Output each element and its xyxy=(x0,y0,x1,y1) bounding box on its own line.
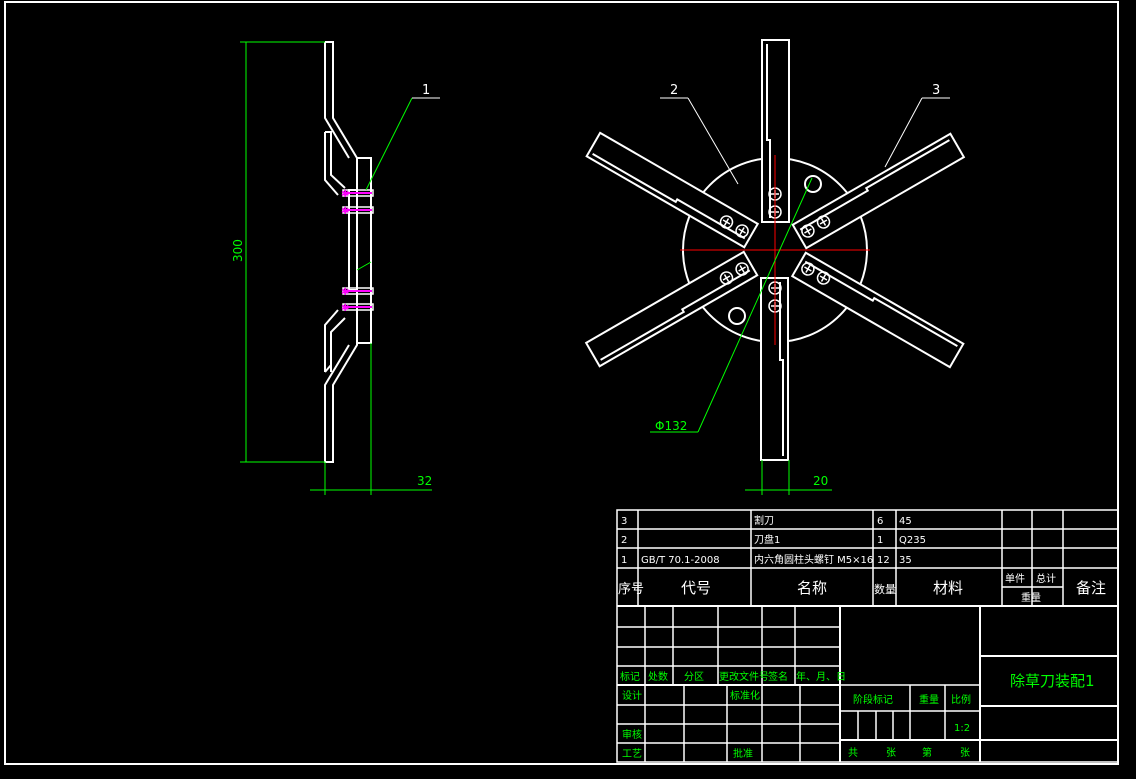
label-weight: 重量 xyxy=(919,693,939,706)
bom-row-2-no: 2 xyxy=(621,535,627,546)
title-block: 除草刀装配1 标记 处数 分区 更改文件号 签名 年、月、日 设计 标准化 审核… xyxy=(620,670,1095,760)
bom-header-name: 名称 xyxy=(797,579,827,597)
rev-header-date: 年、月、日 xyxy=(796,670,846,683)
side-view-dimensions xyxy=(240,41,440,495)
rev-header-sign: 签名 xyxy=(768,670,788,683)
bom-header-material: 材料 xyxy=(933,579,963,597)
balloon-2: 2 xyxy=(670,83,678,98)
front-view-dimensions xyxy=(650,97,950,495)
svg-text:✱: ✱ xyxy=(341,189,349,200)
bom-table: 3 割刀 6 45 2 刀盘1 1 Q235 1 GB/T 70.1-2008 … xyxy=(618,514,1106,604)
bom-header-remark: 备注 xyxy=(1076,579,1106,597)
bom-row-1-no: 1 xyxy=(621,555,627,566)
bom-header-qty: 数量 xyxy=(874,583,896,596)
bom-row-1-name: 内六角圆柱头螺钉 M5×16 xyxy=(754,553,873,566)
bom-row-2-name: 刀盘1 xyxy=(754,533,780,546)
front-view xyxy=(584,39,966,461)
dim-height: 300 xyxy=(231,239,245,262)
bom-row-2-material: Q235 xyxy=(899,535,926,546)
drawing-border xyxy=(4,1,1119,765)
side-view xyxy=(324,41,372,463)
bom-header-total: 总计 xyxy=(1036,572,1056,585)
label-design: 设计 xyxy=(622,689,642,702)
label-sheets-total: 共 xyxy=(848,747,858,759)
bom-row-1-code: GB/T 70.1-2008 xyxy=(641,555,720,566)
bom-header-weight: 重量 xyxy=(1021,591,1041,604)
svg-text:✱: ✱ xyxy=(341,303,349,314)
svg-text:✱: ✱ xyxy=(341,287,349,298)
label-check: 审核 xyxy=(622,728,642,741)
rev-header-count: 处数 xyxy=(648,670,668,683)
bom-row-2-qty: 1 xyxy=(877,535,883,546)
label-approve: 批准 xyxy=(733,747,753,760)
title-block-lines xyxy=(616,509,1119,763)
bom-row-3-no: 3 xyxy=(621,516,627,527)
side-view-bolts: ✱ ✱ ✱ ✱ xyxy=(341,189,374,314)
label-process: 工艺 xyxy=(622,748,642,760)
label-sheets-unit-2: 张 xyxy=(960,747,970,759)
dim-thickness: 32 xyxy=(417,474,432,488)
dim-diameter: Φ132 xyxy=(655,419,687,433)
balloon-3: 3 xyxy=(932,83,940,98)
bom-row-1-material: 35 xyxy=(899,555,912,566)
label-scale: 比例 xyxy=(951,693,971,706)
bom-header-single: 单件 xyxy=(1005,573,1025,585)
label-sheets-current: 第 xyxy=(922,746,932,759)
bom-header-code: 代号 xyxy=(681,579,711,597)
drawing-title: 除草刀装配1 xyxy=(1010,672,1095,690)
rev-header-doc: 更改文件号 xyxy=(719,670,769,683)
bom-row-3-qty: 6 xyxy=(877,516,883,527)
bom-row-3-material: 45 xyxy=(899,516,912,527)
scale-value: 1:2 xyxy=(954,723,970,734)
bom-header-no: 序号 xyxy=(618,582,644,597)
balloon-1: 1 xyxy=(422,83,430,98)
bom-row-1-qty: 12 xyxy=(877,555,890,566)
bom-row-3-name: 割刀 xyxy=(754,514,774,527)
rev-header-zone: 分区 xyxy=(684,671,704,683)
label-standard: 标准化 xyxy=(730,689,760,702)
dim-width: 20 xyxy=(813,474,828,488)
svg-text:✱: ✱ xyxy=(341,206,349,217)
rev-header-mark: 标记 xyxy=(620,671,640,683)
label-sheets-unit-1: 张 xyxy=(886,747,896,759)
label-stage: 阶段标记 xyxy=(853,693,893,706)
